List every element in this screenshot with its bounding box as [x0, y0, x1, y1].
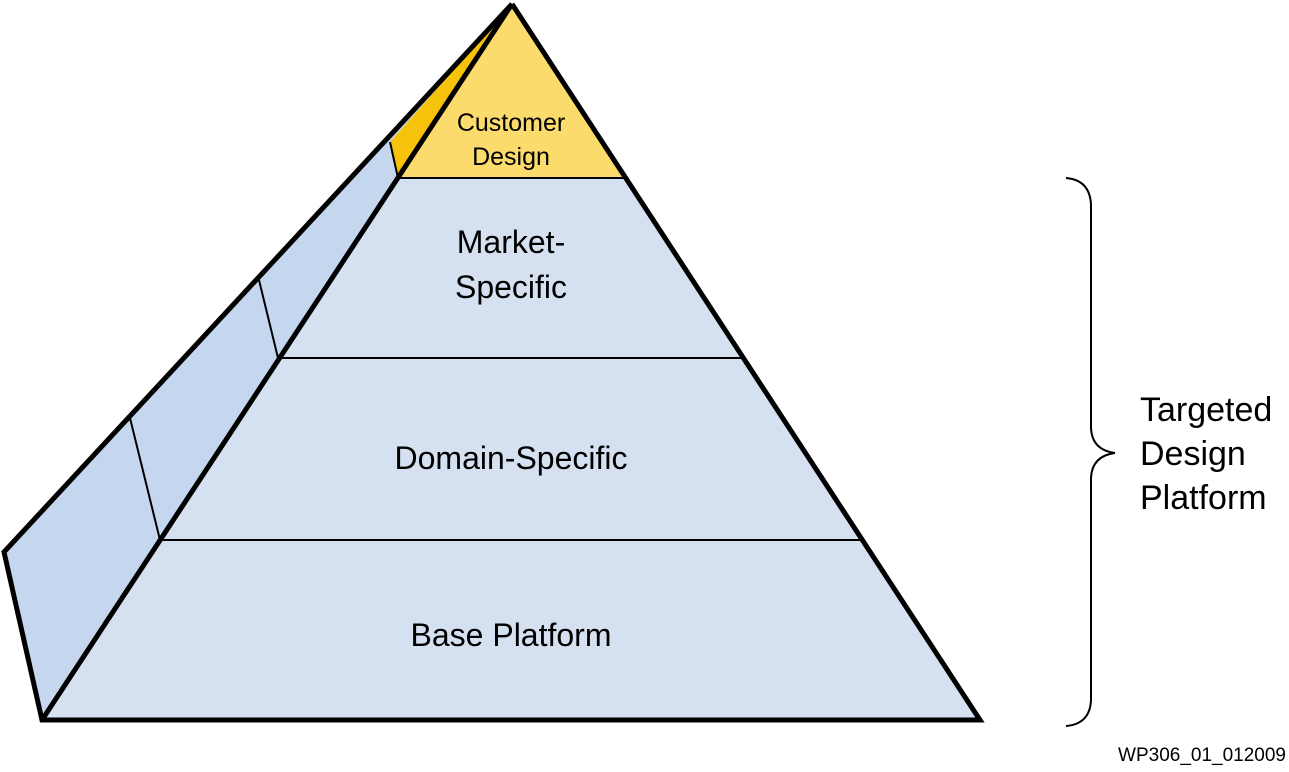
bracket-label-3: Platform	[1140, 479, 1267, 517]
side-divider	[389, 141, 399, 179]
curly-bracket	[1065, 177, 1116, 727]
side-divider	[258, 279, 279, 359]
side-face	[4, 4, 512, 720]
label-market-specific-1: Market-	[457, 224, 565, 260]
label-customer-design-2: Design	[472, 143, 550, 171]
label-domain-specific: Domain-Specific	[395, 440, 628, 476]
label-base-platform: Base Platform	[411, 617, 612, 653]
front-left-edge	[39, 2, 515, 722]
bracket-label-2: Design	[1140, 435, 1246, 473]
label-market-specific-2: Specific	[455, 269, 567, 305]
layer-domain-specific	[160, 358, 862, 540]
bracket-label-1: Targeted	[1140, 391, 1272, 429]
layer-market-specific	[278, 178, 742, 358]
layer-base-platform	[42, 540, 980, 720]
layer-customer-design	[398, 4, 624, 178]
label-customer-design-1: Customer	[457, 109, 565, 137]
figure-code: WP306_01_012009	[1118, 745, 1286, 766]
side-divider	[129, 417, 161, 541]
